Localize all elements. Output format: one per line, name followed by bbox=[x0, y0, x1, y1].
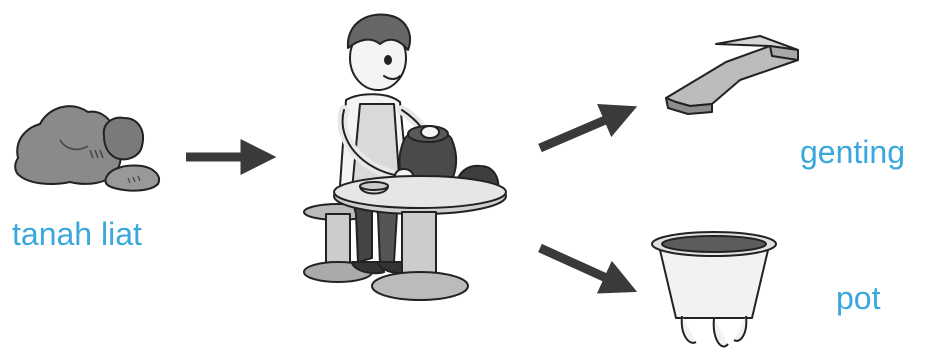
label-clay: tanah liat bbox=[12, 218, 142, 250]
potter-at-wheel-icon bbox=[304, 14, 506, 300]
flower-pot-icon bbox=[652, 232, 776, 346]
arrow-to-pot bbox=[540, 248, 624, 286]
label-roof-tile: genting bbox=[800, 136, 905, 168]
arrow-to-roof-tile bbox=[540, 112, 624, 148]
label-pot: pot bbox=[836, 282, 880, 314]
clay-lumps-icon bbox=[15, 106, 159, 190]
roof-tile-icon bbox=[666, 36, 798, 114]
